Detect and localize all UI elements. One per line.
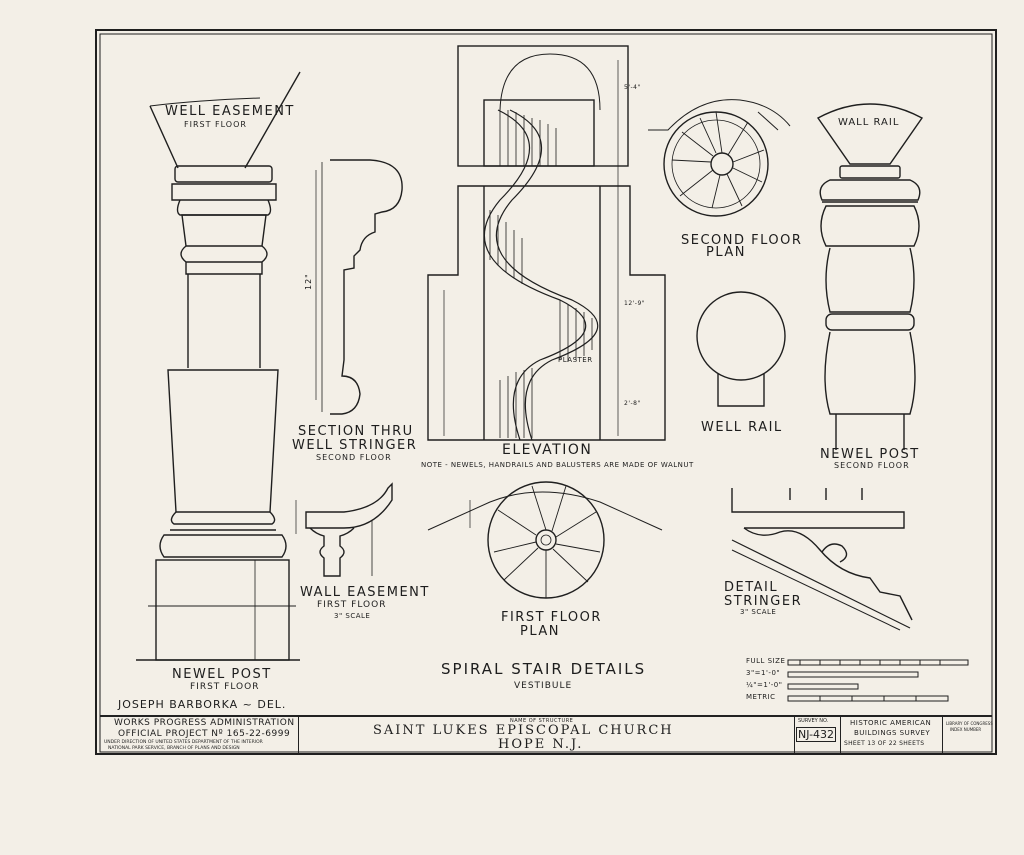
- scale-three-inch: 3"=1'-0": [746, 669, 781, 677]
- label-dim-12: 12": [304, 273, 313, 290]
- habs-line-2: BUILDINGS SURVEY: [854, 729, 931, 737]
- label-wall-easement: WALL EASEMENT: [300, 585, 430, 600]
- label-wall-easement-sub: FIRST FLOOR: [317, 600, 387, 610]
- title-block-structure: NAME OF STRUCTURE SAINT LUKES EPISCOPAL …: [298, 717, 795, 754]
- newel-post-second-floor-drawing: [816, 103, 924, 450]
- label-newel-post-right: NEWEL POST: [820, 447, 920, 462]
- label-newel-post-left: NEWEL POST: [172, 667, 272, 682]
- first-floor-plan-drawing: [427, 481, 663, 599]
- title-block-survey: SURVEY NO. NJ-432: [794, 717, 841, 754]
- label-first-floor-plan-2: PLAN: [520, 624, 560, 639]
- label-elevation: ELEVATION: [502, 442, 593, 458]
- structure-location: HOPE N.J.: [498, 737, 584, 752]
- label-second-floor-plan-1: SECOND FLOOR: [681, 233, 803, 248]
- structure-name: SAINT LUKES EPISCOPAL CHURCH: [373, 723, 674, 738]
- label-section-sub: SECOND FLOOR: [316, 453, 392, 462]
- label-well-rail: WELL RAIL: [701, 420, 783, 435]
- newel-post-first-floor-drawing: [136, 71, 301, 661]
- title-block-wpa: WORKS PROGRESS ADMINISTRATION OFFICIAL P…: [100, 717, 299, 754]
- label-dim-low: 2'-8": [624, 400, 641, 407]
- survey-caption: SURVEY NO.: [798, 718, 829, 724]
- sheet-number: SHEET 13 OF 22 SHEETS: [844, 740, 925, 747]
- label-newel-post-left-sub: FIRST FLOOR: [190, 682, 260, 692]
- detail-stringer-drawing: [731, 488, 913, 631]
- wall-easement-drawing: [295, 482, 393, 577]
- label-dim-mid: 12'-9": [624, 300, 646, 307]
- label-second-floor-plan-2: PLAN: [706, 245, 746, 260]
- well-rail-drawing: [696, 291, 786, 407]
- wpa-line-3: UNDER DIRECTION OF UNITED STATES DEPARTM…: [104, 740, 263, 745]
- elevation-drawing: [427, 45, 666, 441]
- scale-quarter-inch: ¼"=1'-0": [746, 681, 783, 689]
- label-section-title-2: WELL STRINGER: [292, 438, 418, 453]
- loc-line-1: LIBRARY OF CONGRESS: [946, 721, 993, 726]
- label-plaster: PLASTER: [558, 356, 593, 364]
- well-stringer-section-drawing: [315, 159, 403, 415]
- label-well-easement-top-sub: FIRST FLOOR: [184, 120, 247, 129]
- label-first-floor-plan-1: FIRST FLOOR: [501, 610, 602, 625]
- label-detail-scale: 3" SCALE: [740, 608, 777, 616]
- label-detail-1: DETAIL: [724, 580, 779, 595]
- scale-metric: METRIC: [746, 693, 776, 701]
- sheet-title: SPIRAL STAIR DETAILS: [441, 660, 647, 678]
- sheet-subtitle: VESTIBULE: [514, 681, 573, 691]
- label-elevation-note: NOTE - NEWELS, HANDRAILS AND BALUSTERS A…: [421, 461, 694, 469]
- label-wall-easement-scale: 3" SCALE: [334, 612, 371, 620]
- delineator: JOSEPH BARBORKA ~ DEL.: [118, 698, 287, 711]
- second-floor-plan-drawing: [648, 99, 791, 217]
- name-caption: NAME OF STRUCTURE: [510, 718, 574, 724]
- label-newel-post-right-sub: SECOND FLOOR: [834, 461, 910, 470]
- scale-full-size: FULL SIZE: [746, 657, 786, 665]
- label-well-easement-top: WELL EASEMENT: [165, 104, 295, 119]
- label-detail-2: STRINGER: [724, 594, 803, 609]
- title-block-loc: LIBRARY OF CONGRESS INDEX NUMBER: [942, 717, 993, 754]
- label-dim-top: 5'-4": [624, 84, 641, 91]
- title-block-habs: HISTORIC AMERICAN BUILDINGS SURVEY SHEET…: [840, 717, 943, 754]
- label-section-title-1: SECTION THRU: [298, 424, 414, 439]
- wpa-line-1: WORKS PROGRESS ADMINISTRATION: [114, 718, 295, 728]
- habs-line-1: HISTORIC AMERICAN: [850, 719, 932, 727]
- title-block: WORKS PROGRESS ADMINISTRATION OFFICIAL P…: [100, 715, 993, 754]
- scale-bars: [787, 659, 969, 702]
- survey-number: NJ-432: [796, 727, 837, 742]
- label-wall-rail-top: WALL RAIL: [838, 117, 900, 128]
- loc-line-2: INDEX NUMBER: [950, 727, 982, 732]
- wpa-line-2: OFFICIAL PROJECT Nº 165-22-6999: [118, 729, 291, 739]
- wpa-line-4: NATIONAL PARK SERVICE, BRANCH OF PLANS A…: [108, 746, 240, 751]
